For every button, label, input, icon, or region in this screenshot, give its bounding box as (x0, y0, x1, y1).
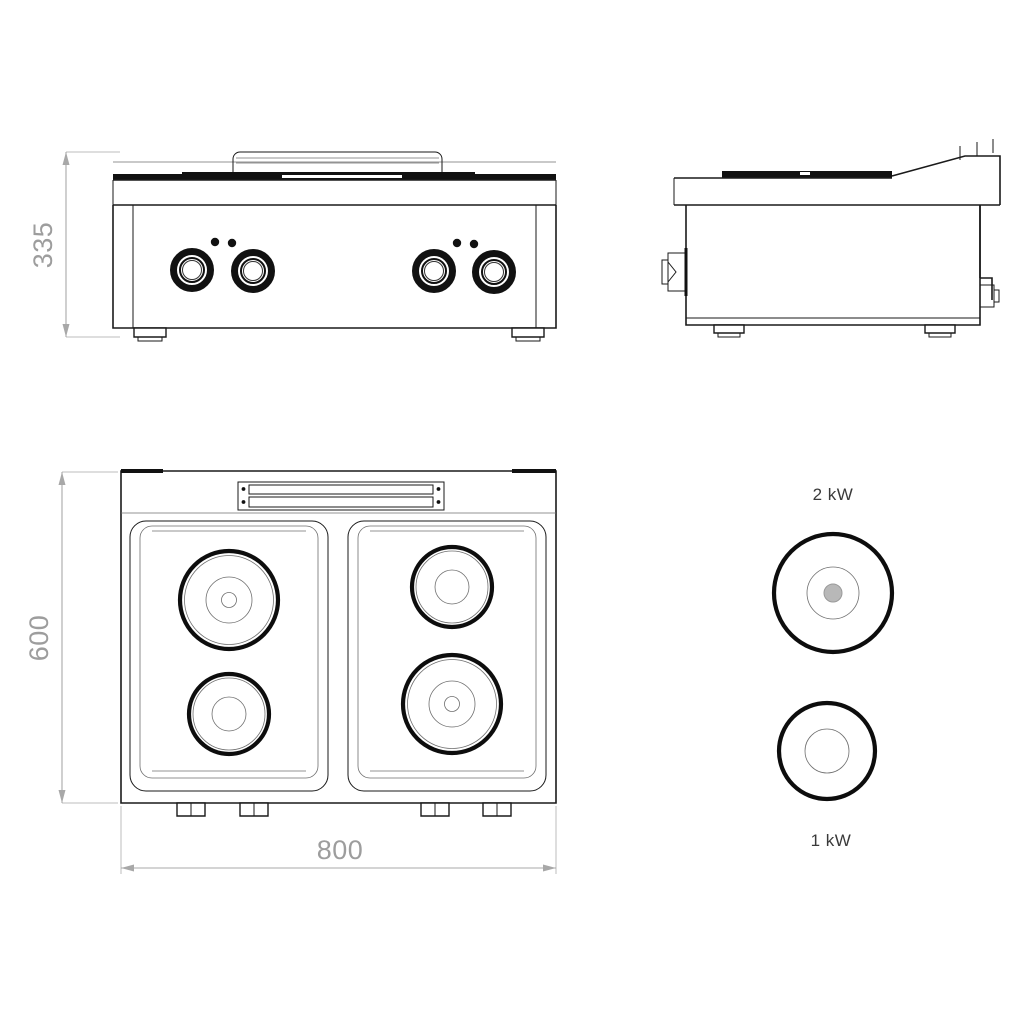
dimension-width-800: 800 (120, 806, 557, 874)
detail-plate-small (776, 700, 878, 802)
front-body (112, 205, 557, 329)
dimension-label-depth: 600 (24, 615, 54, 662)
plan-foot (482, 802, 512, 817)
dimension-label-height: 335 (28, 222, 58, 269)
control-knob[interactable] (170, 248, 214, 292)
side-bolt-right (979, 284, 1000, 308)
plan-hob-right (347, 520, 547, 792)
plan-hob-left (129, 520, 329, 792)
plan-handle (237, 481, 445, 511)
control-knob[interactable] (412, 249, 456, 293)
front-cooking-surface (113, 172, 556, 180)
plan-plate-right-bottom (400, 652, 504, 756)
plan-foot (239, 802, 269, 817)
indicator-light (210, 237, 220, 247)
control-knob[interactable] (472, 250, 516, 294)
detail-plate-large (771, 531, 895, 655)
plan-plate-right-top (409, 544, 495, 630)
plan-foot (176, 802, 206, 817)
front-knob-group-right (412, 238, 516, 294)
front-feet (133, 327, 545, 342)
detail-label-1kw: 1 kW (811, 831, 852, 850)
burner-detail-group: 2 kW 1 kW (771, 485, 895, 850)
side-elevation-view (661, 139, 1001, 338)
side-body (685, 205, 981, 326)
dimension-label-width: 800 (317, 835, 364, 865)
side-backsplash (891, 139, 1001, 192)
side-right-step (980, 277, 993, 300)
indicator-light (452, 238, 462, 248)
plan-outer-body (120, 470, 557, 804)
detail-label-2kw: 2 kW (813, 485, 854, 504)
side-bolt-left (661, 248, 688, 296)
control-knob[interactable] (231, 249, 275, 293)
front-knob-group-left (170, 237, 275, 293)
front-elevation-view (112, 151, 557, 342)
dimension-depth-600: 600 (24, 471, 118, 804)
plan-plate-left-top (177, 548, 281, 652)
side-feet (713, 324, 956, 338)
indicator-light (227, 238, 237, 248)
top-plan-view (120, 469, 557, 817)
plan-foot (420, 802, 450, 817)
plan-feet (176, 802, 512, 817)
indicator-light (469, 239, 479, 249)
plan-plate-left-bottom (186, 671, 272, 757)
dimension-height-335: 335 (28, 151, 120, 338)
